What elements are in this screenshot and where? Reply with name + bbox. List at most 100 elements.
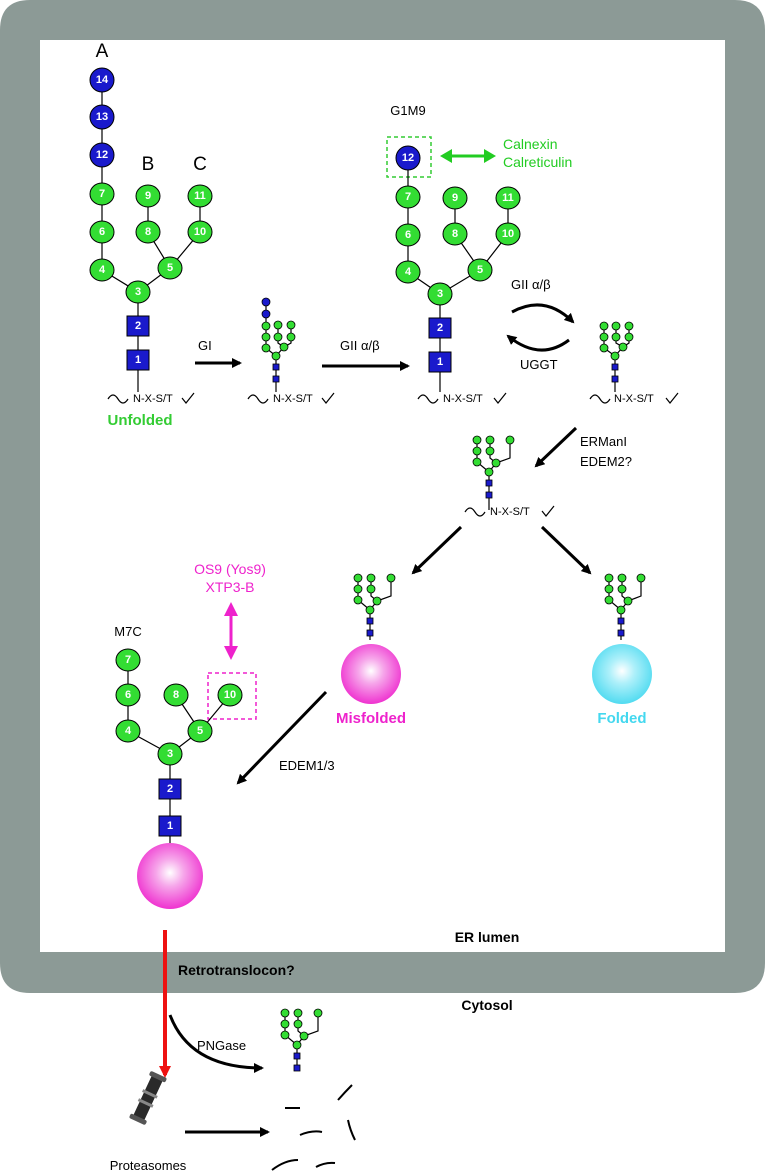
svg-text:8: 8 — [452, 228, 458, 240]
calnexin-label: Calnexin — [503, 136, 557, 152]
mannose-7 — [89, 182, 115, 206]
mannose-8 — [135, 220, 161, 244]
os9-label: OS9 (Yos9) — [194, 561, 266, 577]
enzyme-gii-2: GII α/β — [511, 277, 551, 292]
ermani-arrow — [534, 426, 578, 468]
svg-text:7: 7 — [405, 191, 411, 203]
svg-text:10: 10 — [502, 228, 514, 240]
mannose-4 — [89, 258, 115, 282]
enzyme-gi: GI — [198, 338, 212, 353]
m7c-mannose-10 — [217, 683, 243, 707]
folded-protein-sphere — [592, 644, 652, 704]
svg-text:7: 7 — [125, 654, 131, 666]
mannose-9 — [135, 184, 161, 208]
enzyme-uggt: UGGT — [520, 357, 558, 372]
svg-text:11: 11 — [502, 192, 514, 204]
proteasome-icon — [129, 1071, 167, 1125]
small-glycan-g2m9: N-X-S/T — [247, 297, 335, 405]
small-glycan-m9-right: N-X-S/T — [589, 321, 679, 405]
folded-glycoprotein: Folded — [592, 573, 652, 727]
m7c-mannose-box — [207, 672, 257, 720]
svg-text:12: 12 — [402, 152, 414, 164]
unfolded-label: Unfolded — [108, 412, 173, 429]
m7c-label: M7C — [114, 624, 141, 639]
glcnac-2 — [126, 315, 150, 337]
m7c-misfolded-sphere — [137, 843, 203, 909]
svg-text:9: 9 — [452, 192, 458, 204]
glucose-14 — [89, 67, 115, 93]
er-lumen-label: ER lumen — [455, 929, 520, 945]
enzyme-edem2: EDEM2? — [580, 454, 632, 469]
mannose-10 — [187, 220, 213, 244]
svg-text:1: 1 — [437, 356, 443, 368]
cytosol-label: Cytosol — [461, 997, 512, 1013]
svg-text:N-X-S/T: N-X-S/T — [273, 393, 313, 405]
calreticulin-label: Calreticulin — [503, 154, 572, 170]
sequon-text: N-X-S/T — [133, 393, 173, 405]
g1m9-glucose-box — [386, 136, 432, 178]
to-folded-arrow — [540, 525, 592, 575]
svg-text:5: 5 — [197, 725, 203, 737]
xtp3b-label: XTP3-B — [205, 579, 254, 595]
svg-text:6: 6 — [99, 226, 105, 238]
svg-text:3: 3 — [437, 288, 443, 300]
glcnac-1 — [126, 349, 150, 371]
pngase-arrow — [168, 1014, 264, 1073]
enzyme-ermani: ERManI — [580, 434, 627, 449]
svg-text:1: 1 — [167, 820, 173, 832]
edem13-arrow — [236, 690, 328, 785]
misfolded-protein-sphere — [341, 644, 401, 704]
cycle-arrow-bottom — [506, 334, 570, 352]
enzyme-pngase: PNGase — [197, 1038, 246, 1053]
glucose-12 — [89, 142, 115, 168]
svg-text:13: 13 — [96, 111, 108, 123]
svg-text:4: 4 — [405, 266, 412, 278]
svg-text:10: 10 — [224, 689, 236, 701]
peptide-squiggle — [107, 394, 129, 404]
enzyme-gii-1: GII α/β — [340, 338, 380, 353]
svg-text:4: 4 — [99, 264, 106, 276]
svg-text:N-X-S/T: N-X-S/T — [490, 506, 530, 518]
svg-text:4: 4 — [125, 725, 132, 737]
svg-text:11: 11 — [194, 190, 206, 202]
branch-a-label: A — [96, 41, 109, 62]
glucose-13 — [89, 104, 115, 130]
to-misfolded-arrow — [411, 525, 463, 575]
svg-text:8: 8 — [173, 689, 179, 701]
svg-text:2: 2 — [437, 322, 443, 334]
mannose-6 — [89, 220, 115, 244]
svg-text:6: 6 — [125, 689, 131, 701]
proteasomes-label: Proteasomes — [110, 1158, 187, 1173]
g1m9-glucose-12 — [395, 145, 421, 171]
er-membrane-frame — [0, 0, 765, 993]
glycan-g1m9: G1M9 12 7 6 4 9 8 11 10 5 3 2 1 N-X-S/T — [386, 103, 521, 405]
svg-text:12: 12 — [96, 149, 108, 161]
svg-text:3: 3 — [167, 748, 173, 760]
free-glycan — [280, 1008, 323, 1072]
svg-text:10: 10 — [194, 226, 206, 238]
folded-label: Folded — [597, 710, 646, 727]
svg-text:N-X-S/T: N-X-S/T — [614, 393, 654, 405]
svg-text:7: 7 — [99, 188, 105, 200]
glycan-full-unfolded: A B C 14 13 12 7 6 4 9 8 11 10 5 3 2 1 N… — [89, 41, 213, 429]
mannose-5 — [157, 256, 183, 280]
svg-text:6: 6 — [405, 229, 411, 241]
svg-text:8: 8 — [145, 226, 151, 238]
mannose-3 — [125, 280, 151, 304]
branch-c-label: C — [193, 154, 207, 175]
svg-text:2: 2 — [167, 783, 173, 795]
svg-text:2: 2 — [135, 320, 141, 332]
branch-b-label: B — [142, 154, 155, 175]
misfolded-glycoprotein: Misfolded — [336, 573, 406, 727]
enzyme-edem13: EDEM1/3 — [279, 758, 335, 773]
cycle-arrow-top — [511, 303, 575, 324]
retrotranslocon-label: Retrotranslocon? — [178, 962, 295, 978]
g1m9-label: G1M9 — [390, 103, 425, 118]
svg-text:5: 5 — [477, 264, 483, 276]
svg-text:5: 5 — [167, 262, 173, 274]
svg-text:3: 3 — [135, 286, 141, 298]
misfolded-label: Misfolded — [336, 710, 406, 727]
small-glycan-m8-center: N-X-S/T — [464, 435, 555, 518]
